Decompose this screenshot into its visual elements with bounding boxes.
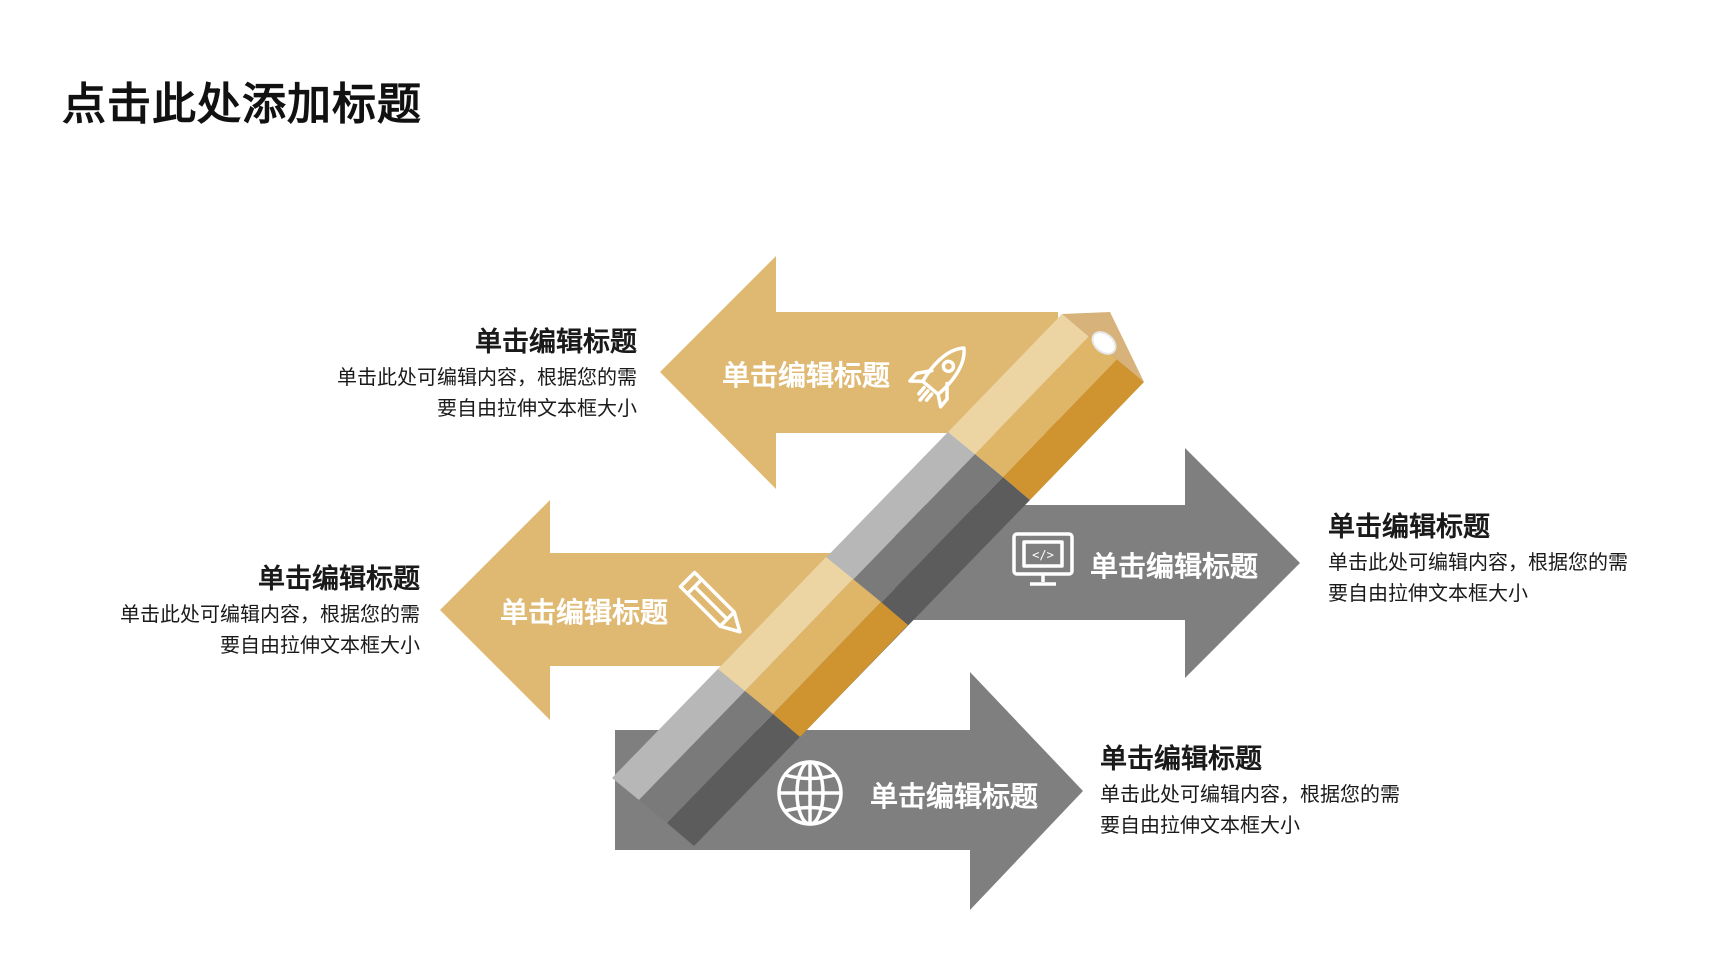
pencil-tip-dark <box>1003 359 1144 500</box>
item-4-desc-line1[interactable]: 单击此处可编辑内容，根据您的需 <box>1100 782 1400 806</box>
monitor-code-icon: </> <box>1012 532 1074 586</box>
item-4-desc-line2[interactable]: 要自由拉伸文本框大小 <box>1100 813 1300 837</box>
arrow-4-label[interactable]: 单击编辑标题 <box>870 780 1038 813</box>
item-3-heading[interactable]: 单击编辑标题 <box>1328 512 1490 543</box>
item-2-heading[interactable]: 单击编辑标题 <box>258 564 420 595</box>
slide-title[interactable]: 点击此处添加标题 <box>62 79 422 130</box>
rocket-icon <box>908 346 966 409</box>
item-2-desc-line2[interactable]: 要自由拉伸文本框大小 <box>220 633 420 657</box>
pencil-icon <box>678 570 742 634</box>
arrow-3-label[interactable]: 单击编辑标题 <box>1090 550 1258 583</box>
pencil-graphite <box>1091 331 1117 355</box>
item-1-desc-line1[interactable]: 单击此处可编辑内容，根据您的需 <box>337 365 637 389</box>
item-2-desc-line1[interactable]: 单击此处可编辑内容，根据您的需 <box>120 602 420 626</box>
arrow-2-label[interactable]: 单击编辑标题 <box>500 596 668 629</box>
pencil-band-dark <box>773 602 908 737</box>
item-1-heading[interactable]: 单击编辑标题 <box>475 327 637 358</box>
item-4-heading[interactable]: 单击编辑标题 <box>1100 744 1262 775</box>
globe-icon <box>777 760 843 826</box>
item-1-desc-line2[interactable]: 要自由拉伸文本框大小 <box>437 396 637 420</box>
item-3-textblock: 单击编辑标题 单击此处可编辑内容，根据您的需 要自由拉伸文本框大小 <box>1328 509 1708 609</box>
pencil-band-light <box>718 557 853 691</box>
item-4-textblock: 单击编辑标题 单击此处可编辑内容，根据您的需 要自由拉伸文本框大小 <box>1100 741 1480 841</box>
item-1-textblock: 单击编辑标题 单击此处可编辑内容，根据您的需 要自由拉伸文本框大小 <box>277 324 637 424</box>
pencil-band-mid <box>745 579 881 714</box>
pencil-tip-light <box>948 314 1089 454</box>
item-2-textblock: 单击编辑标题 单击此处可编辑内容，根据您的需 要自由拉伸文本框大小 <box>60 561 420 661</box>
pencil-tip-mid <box>975 336 1117 477</box>
item-3-desc-line2[interactable]: 要自由拉伸文本框大小 <box>1328 581 1528 605</box>
item-3-desc-line1[interactable]: 单击此处可编辑内容，根据您的需 <box>1328 550 1628 574</box>
svg-text:</>: </> <box>1032 548 1054 562</box>
pencil <box>612 312 1144 846</box>
arrow-1-label[interactable]: 单击编辑标题 <box>722 359 890 392</box>
